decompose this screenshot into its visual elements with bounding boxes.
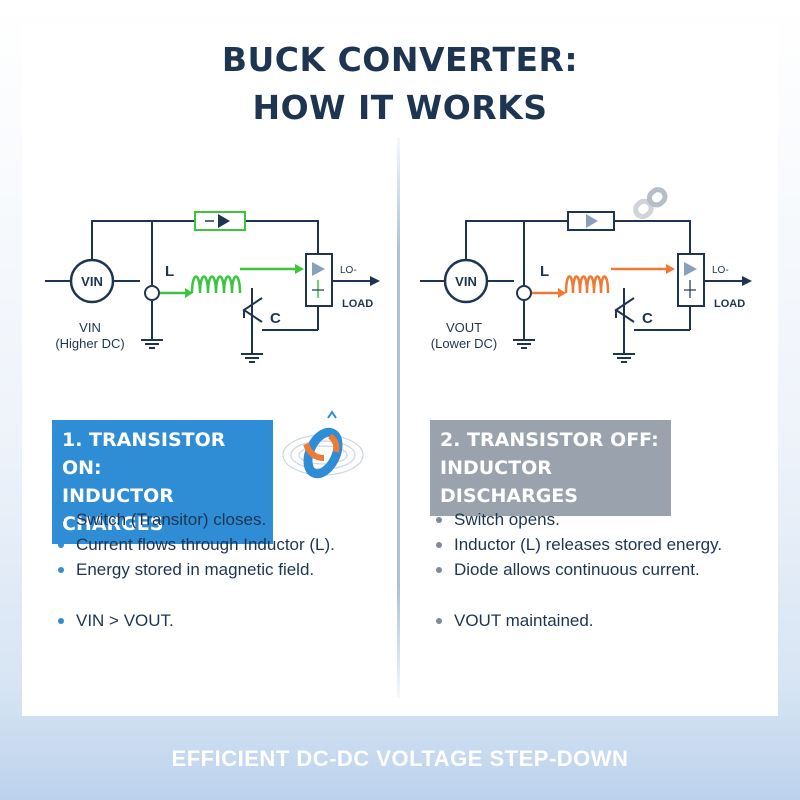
bullet-dot <box>58 517 64 523</box>
load-label-off: LOAD <box>714 298 745 310</box>
voltage-source-off <box>443 258 489 304</box>
source-caption-off: VOUT (Lower DC) <box>414 320 514 352</box>
broken-link-icon <box>633 187 668 219</box>
diode-symbol-on <box>218 214 230 228</box>
bullet-text: Switch (Transitor) closes. <box>76 510 267 529</box>
inductor-label-on: L <box>165 263 174 280</box>
note-on: VIN > VOUT. <box>54 608 174 633</box>
list-item: Diode allows continuous current. <box>432 557 722 582</box>
source-caption-on-line-2: (Higher DC) <box>55 336 125 351</box>
source-caption-on-line-1: VIN <box>79 320 101 335</box>
bullet-dot <box>58 542 64 548</box>
diode-symbol-off <box>586 214 598 228</box>
source-caption-off-line-2: (Lower DC) <box>430 336 498 351</box>
note-off: VOUT maintained. <box>432 608 594 633</box>
title-line-1: BUCK CONVERTER: <box>221 40 579 79</box>
note-text-on: VIN > VOUT. <box>76 611 174 630</box>
inductor-coil-off <box>564 275 610 294</box>
heading-on-line-1: 1. TRANSISTOR ON: <box>62 429 226 479</box>
bullet-dot <box>58 567 64 573</box>
heading-transistor-on: 1. TRANSISTOR ON: INDUCTOR CHARGES <box>52 420 273 544</box>
wire-top-right-on <box>245 220 319 254</box>
switch-node-off <box>516 285 532 301</box>
source-caption-on: VIN (Higher DC) <box>40 320 140 352</box>
bullet-text: Diode allows continuous current. <box>454 560 700 579</box>
diagram-card <box>22 22 778 716</box>
heading-off-line-1: 2. TRANSISTOR OFF: <box>440 429 659 451</box>
bullet-list-on: Switch (Transitor) closes. Current flows… <box>54 507 335 582</box>
bullet-text: Energy stored in magnetic field. <box>76 560 315 579</box>
list-item: VOUT maintained. <box>432 608 594 633</box>
bullet-list-off: Switch opens. Inductor (L) releases stor… <box>432 507 722 582</box>
list-item: VIN > VOUT. <box>54 608 174 633</box>
bullet-dot <box>436 542 442 548</box>
inductor-coil-on <box>190 275 242 294</box>
list-item: Current flows through Inductor (L). <box>54 532 335 557</box>
list-item: Energy stored in magnetic field. <box>54 557 335 582</box>
heading-transistor-off: 2. TRANSISTOR OFF: INDUCTOR DISCHARGES <box>430 420 671 516</box>
output-label-on: LO- <box>340 265 357 276</box>
bullet-text: Inductor (L) releases stored energy. <box>454 535 723 554</box>
wire-top-on <box>91 220 195 262</box>
source-label-off: VIN <box>455 274 477 289</box>
capacitor-label-off: C <box>642 310 653 327</box>
voltage-source-on <box>69 258 115 304</box>
list-item: Switch opens. <box>432 507 722 532</box>
bullet-text: Current flows through Inductor (L). <box>76 535 335 554</box>
load-indicator-off <box>684 262 697 276</box>
footer-tagline: EFFICIENT DC-DC VOLTAGE STEP-DOWN <box>171 746 629 771</box>
bullet-dot <box>436 567 442 573</box>
panel-divider <box>397 138 400 698</box>
source-caption-off-line-1: VOUT <box>445 320 483 335</box>
inductor-label-off: L <box>540 263 549 280</box>
switch-node-on <box>144 285 160 301</box>
load-indicator-on <box>312 262 325 276</box>
bullet-dot <box>436 517 442 523</box>
title-line-2: HOW IT WORKS <box>252 88 548 127</box>
list-item: Switch (Transitor) closes. <box>54 507 335 532</box>
bullet-text: Switch opens. <box>454 510 560 529</box>
page-title: BUCK CONVERTER: HOW IT WORKS <box>0 36 800 132</box>
source-label-on: VIN <box>81 274 103 289</box>
output-label-off: LO- <box>712 265 729 276</box>
list-item: Inductor (L) releases stored energy. <box>432 532 722 557</box>
heading-off-line-2: INDUCTOR DISCHARGES <box>440 457 578 507</box>
bullet-dot <box>58 618 64 624</box>
bullet-dot <box>436 618 442 624</box>
capacitor-label-on: C <box>270 310 281 327</box>
load-label-on: LOAD <box>342 298 373 310</box>
heading-on-line-2: INDUCTOR CHARGES <box>62 485 174 535</box>
note-text-off: VOUT maintained. <box>454 611 594 630</box>
